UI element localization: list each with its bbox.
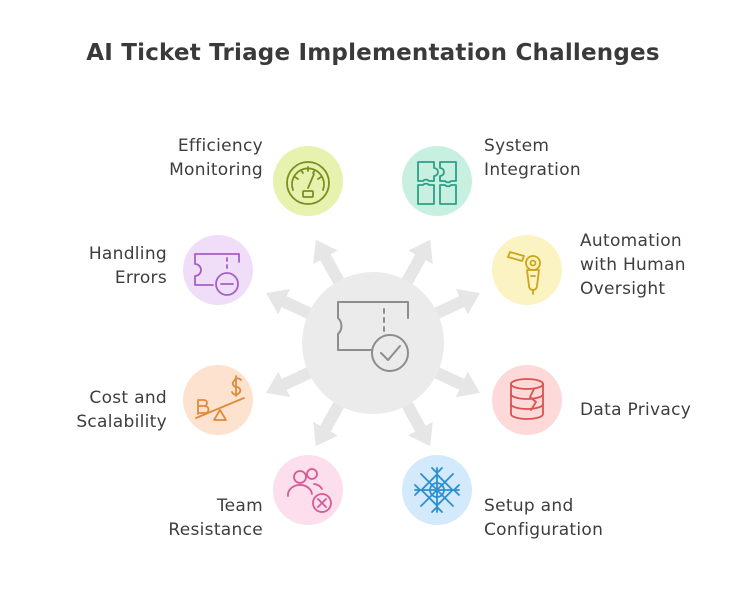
node-system-integration [402, 146, 472, 216]
label-efficiency-monitoring: Efficiency Monitoring [169, 136, 263, 180]
label-automation-oversight: Automation with Human Oversight [580, 231, 686, 299]
puzzle-icon [417, 161, 457, 205]
snowflake-gear-icon [414, 467, 460, 513]
gauge-icon [286, 161, 330, 205]
node-setup-configuration [402, 455, 472, 525]
node-team-resistance [273, 455, 343, 525]
center-hub [302, 272, 444, 414]
node-circle [183, 365, 253, 435]
ticket-minus-icon [194, 253, 240, 296]
node-data-privacy [492, 365, 562, 435]
seesaw-currency-icon [195, 375, 245, 421]
node-automation-oversight [492, 235, 562, 305]
label-setup-configuration: Setup and Configuration [484, 496, 604, 540]
node-circle [492, 365, 562, 435]
label-data-privacy: Data Privacy [580, 400, 692, 420]
node-cost-scalability [183, 365, 253, 435]
users-x-icon [287, 468, 332, 513]
node-circle [273, 455, 343, 525]
diagram-title: AI Ticket Triage Implementation Challeng… [86, 40, 660, 66]
label-team-resistance: Team Resistance [168, 496, 263, 540]
label-system-integration: System Integration [484, 136, 581, 180]
node-circle [183, 235, 253, 305]
label-handling-errors: Handling Errors [88, 244, 167, 288]
label-cost-scalability: Cost and Scalability [76, 388, 167, 432]
node-circle [402, 146, 472, 216]
robot-arm-icon [507, 251, 541, 295]
node-circle [273, 146, 343, 216]
node-handling-errors [183, 235, 253, 305]
ticket-check-icon [337, 301, 409, 372]
database-crack-icon [510, 378, 544, 420]
node-efficiency-monitoring [273, 146, 343, 216]
